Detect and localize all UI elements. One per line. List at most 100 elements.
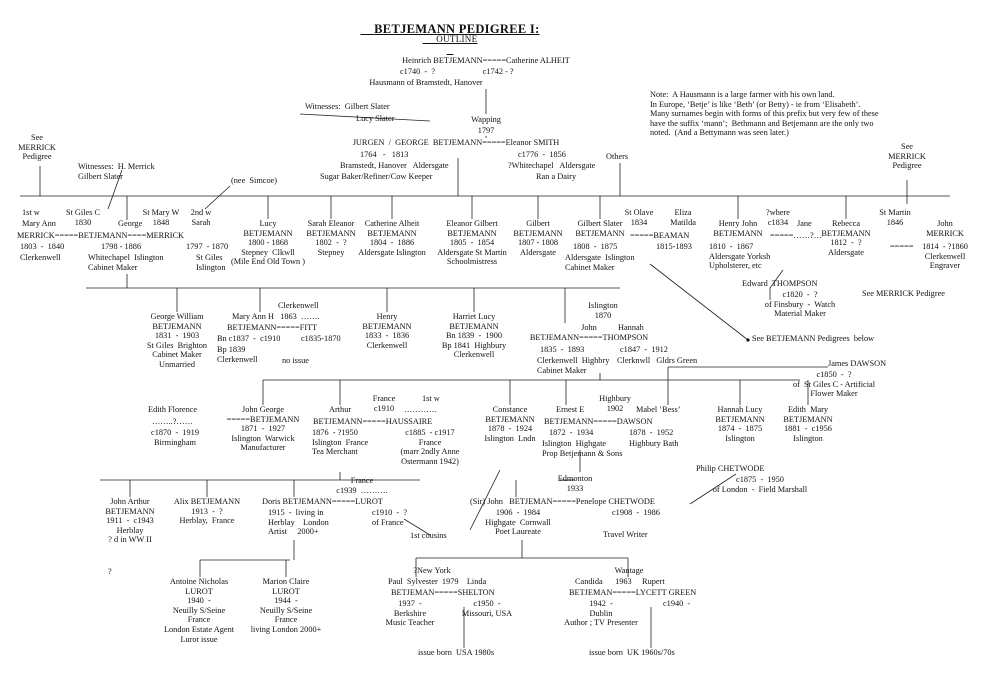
jurgen-eleanor-marriage: JURGEN / GEORGE BETJEMANN=====Eleanor SM… (352, 138, 560, 147)
note-block: Note: A Hausmann is a large farmer with … (650, 90, 879, 138)
betjemann-haussaire-marriage: BETJEMANN=====HAUSSAIRE (313, 417, 433, 426)
john-merrick-details: 1814 - ?1860 Clerkenwell Engraver (922, 242, 968, 271)
islington-1870: Islington 1870 (588, 301, 618, 320)
highbury-1902: Highbury 1902 (599, 394, 631, 413)
where-c1834: ?where c1834 (766, 208, 790, 227)
alix-betjemann: Alix BETJEMANN 1913 - ? Herblay, France (173, 497, 241, 526)
gilbert-slater-dates: 1808 - 1875 (573, 242, 618, 251)
mabel-dates: 1878 - 1952 (629, 428, 674, 437)
eleanor-gilbert-betjemann: Eleanor Gilbert BETJEMANN 1805 - 1854 Al… (437, 219, 507, 267)
connector-line (299, 113, 431, 122)
penelope-dates: c1908 - 1986 (612, 508, 660, 517)
chart-title: BETJEMANN PEDIGREE I: OUTLINE (360, 15, 539, 54)
eleanor-smith-places: ?Whitechapel Aldersgate (508, 161, 596, 170)
see-merrick-pedigree-bottom: See MERRICK Pedigree (862, 289, 945, 298)
eliza-matilda: Eliza Matilda (670, 208, 696, 227)
george-william-betjemann: George William BETJEMANN 1831 - 1903 St … (146, 312, 208, 369)
john-arthur-betjemann: John Arthur BETJEMANN 1911 - c1943 Herbl… (105, 497, 155, 545)
connector-line (204, 185, 231, 210)
paul-details: 1937 - Berkshire Music Teacher (385, 599, 435, 628)
france-c1910: France c1910 (372, 394, 396, 413)
second-wife-sarah: 2nd w Sarah (190, 208, 212, 227)
sarah-merrick-dates: 1797 - 1870 (186, 242, 229, 251)
witnesses-1797: Witnesses: Gilbert Slater (305, 102, 390, 111)
antoine-nicholas-lurot: Antoine Nicholas LUROT 1940 - Neuilly S/… (163, 577, 235, 644)
connector-line (649, 263, 749, 341)
constance-betjemann: Constance BETJEMANN 1878 - 1924 Islingto… (484, 405, 536, 443)
mabel-bess-label: Mabel ‘Bess’ (636, 405, 681, 414)
haussaire-dots: ………… (404, 405, 438, 414)
edward-thompson: Edward THOMPSON (742, 279, 818, 288)
eleanor-smith-occupation: Ran a Dairy (536, 172, 577, 181)
betjemann-fitt-marriage: BETJEMANN=====FITT (227, 323, 318, 332)
heinrich-occupation: Hausmann of Bramstedt, Hanover (369, 78, 483, 87)
witness-lucy-slater: Lucy Slater (356, 114, 395, 123)
rebecca-betjemann: Rebecca BETJEMANN 1812 - ? Aldersgate (821, 219, 871, 257)
mary-ann-dates: 1803 - 1840 (20, 242, 65, 251)
heinrich-catherine-dates: c1740 - ? c1742 - ? (400, 67, 514, 76)
mabel-places: Highbury Bath (629, 439, 679, 448)
marion-claire-lurot: Marion Claire LUROT 1944 - Neuilly S/Sei… (250, 577, 322, 634)
jurgen-dates: 1764 - 1813 (360, 150, 409, 159)
betjemann-dawson-marriage: BETJEMANN=====DAWSON (544, 417, 653, 426)
see-merrick-left: See MERRICK Pedigree (18, 133, 56, 162)
pointer-dot (746, 338, 750, 342)
candida-rupert-names: Candida 1963 Rupert (575, 577, 665, 586)
gilbert-slater-betjemann: Gilbert Slater BETJEMANN (575, 219, 625, 238)
philip-chetwode-details: c1875 - 1950 of London - Field Marshall (712, 475, 808, 494)
betjeman-lycett-green-marriage: BETJEMAN=====LYCETT GREEN (569, 588, 697, 597)
fitt-no-issue: no issue (282, 356, 309, 365)
hannah-thompson-places: Clerknwll Gldrs Green (617, 356, 698, 365)
connector-line (107, 169, 123, 210)
hannah-label: Hannah (618, 323, 644, 332)
hannah-thompson-dates: c1847 - 1912 (620, 345, 668, 354)
james-dawson-details: c1850 - ? of St Giles C - Artificial Flo… (792, 370, 876, 399)
lucy-betjemann: Lucy BETJEMANN 1800 - 1868 Stepney Clkwl… (231, 219, 305, 267)
penelope-occupation: Travel Writer (603, 530, 648, 539)
candida-details: 1942 - Dublin Author ; TV Presenter (564, 599, 638, 628)
wantage-place: Wantage (614, 566, 644, 575)
mary-ann-label: Mary Ann (22, 219, 56, 228)
jurgen-occupation: Sugar Baker/Refiner/Cow Keeper (320, 172, 433, 181)
john-1835-places: Clerkenwell Highbry Cabinet Maker (537, 356, 610, 375)
edith-florence-dots: ……..?…… (152, 417, 194, 426)
rupert-dates: c1940 - (663, 599, 691, 608)
gilbert-slater-places: Aldersgate Islington Cabinet Maker (565, 253, 635, 272)
rebecca-merrick-equals: ===== (890, 242, 914, 251)
arthur-details: 1876 - ?1950 Islington France Tea Mercha… (312, 428, 369, 457)
first-cousins-label: 1st cousins (410, 531, 447, 540)
fitt-dates: c1835-1870 (301, 334, 341, 343)
george-dates: 1798 - 1886 (101, 242, 142, 251)
candida-issue: issue born UK 1960s/70s (589, 648, 675, 657)
eleanor-smith-dates: c1776 - 1856 (518, 150, 566, 159)
edith-florence: Edith Florence (148, 405, 198, 414)
heinrich-catherine-marriage: Heinrich BETJEMANN=====Catherine ALHEIT (402, 56, 570, 65)
henry-john-marriage: =====……?… (770, 231, 822, 240)
first-wife-label: 1st w (22, 208, 40, 217)
ernest-dates: 1872 - 1934 (549, 428, 594, 437)
edward-thompson-details: c1820 - ? of Finsbury - Watch Material M… (764, 290, 836, 319)
merrick-betjemann-merrick: MERRICK=====BETJEMANN====MERRICK (17, 231, 185, 240)
george-place-occupation: Whitechapel Islington Cabinet Maker (88, 253, 164, 272)
sarah-eleanor-betjemann: Sarah Eleanor BETJEMANN 1802 - ? Stepney (306, 219, 356, 257)
new-york-place: ?New York (413, 566, 451, 575)
eliza-beaman-dates: 1815-1893 (656, 242, 692, 251)
john-betjeman-penelope-marriage: (Sir) John BETJEMAN=====Penelope CHETWOD… (470, 497, 655, 506)
arthur-label: Arthur (329, 405, 352, 414)
connector-line (469, 469, 501, 531)
edith-mary-betjemann: Edith Mary BETJEMANN 1881 - c1956 Isling… (783, 405, 833, 443)
jurgen-places: Bramstedt, Hanover Aldersgate (340, 161, 449, 170)
lurot-details: c1910 - ? of France (372, 508, 408, 527)
chart-title-separator: : (535, 21, 540, 36)
st-martin-1846: St Martin 1846 (879, 208, 911, 227)
catherine-alheit-betjemann: Catherine Alheit BETJEMANN 1804 - 1886 A… (358, 219, 426, 257)
others-label: Others (606, 152, 629, 161)
chart-subtitle: OUTLINE (436, 34, 478, 45)
connector-line (403, 518, 431, 536)
france-c1939: France c1939 ………. (336, 476, 388, 495)
st-olave-1834: St Olave 1834 (624, 208, 654, 227)
see-betjemann-below: See BETJEMANN Pedigrees below (752, 334, 875, 343)
john-merrick: John MERRICK (926, 219, 964, 238)
george-label: George (118, 219, 143, 228)
john-arthur-issue-unknown: ? (108, 567, 112, 576)
